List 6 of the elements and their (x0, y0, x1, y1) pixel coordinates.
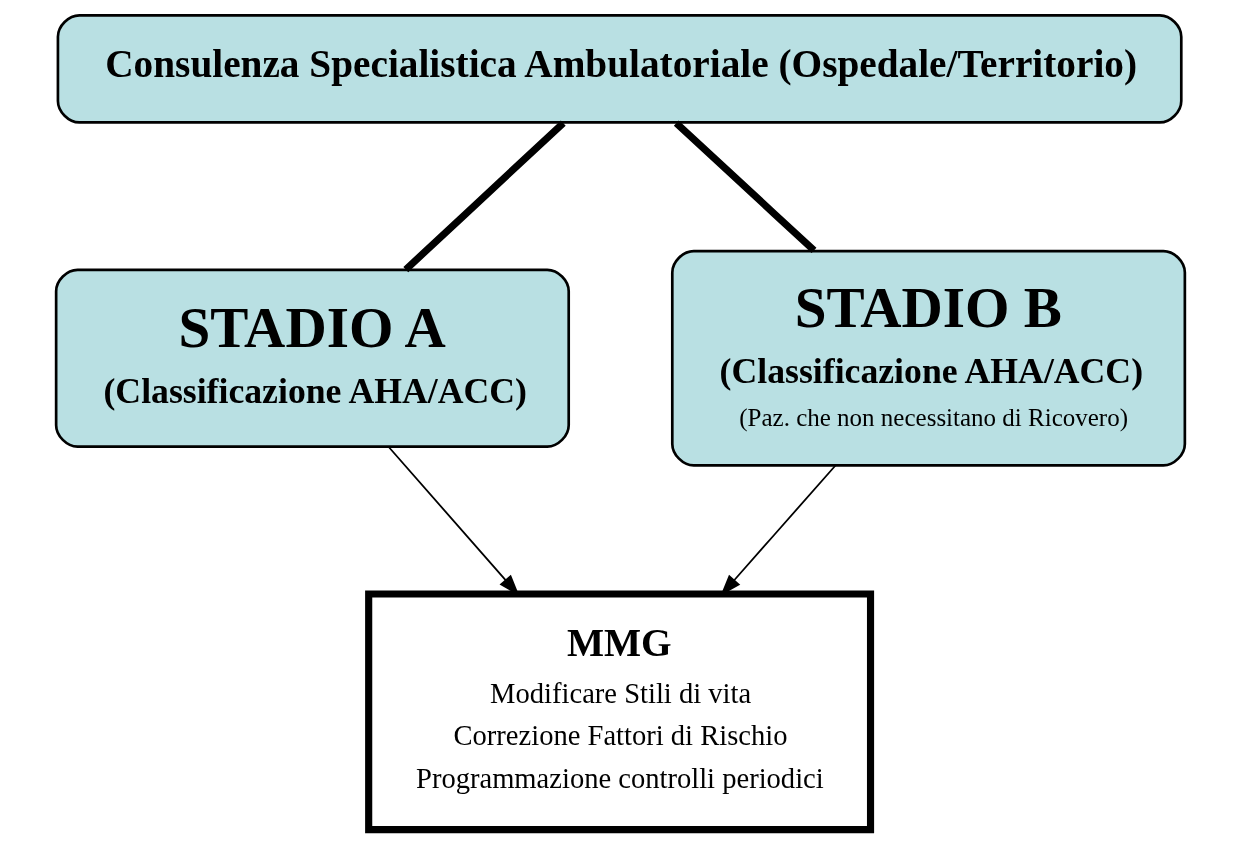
node-box: STADIO B (Classificazione AHA/ACC) (Paz. che non necessitano di Ricovero) (670, 249, 1187, 467)
node-box: MMG Modificare Stili di vita Correzione Fattori di Rischio Programmazione controlli periodici (365, 590, 875, 834)
connector (403, 120, 566, 273)
node-box: Consulenza Specialistica Ambulatoriale (Ospedale/Territorio) (56, 13, 1183, 124)
node-box: STADIO A (Classificazione AHA/ACC) (54, 268, 571, 448)
connector (673, 120, 817, 254)
